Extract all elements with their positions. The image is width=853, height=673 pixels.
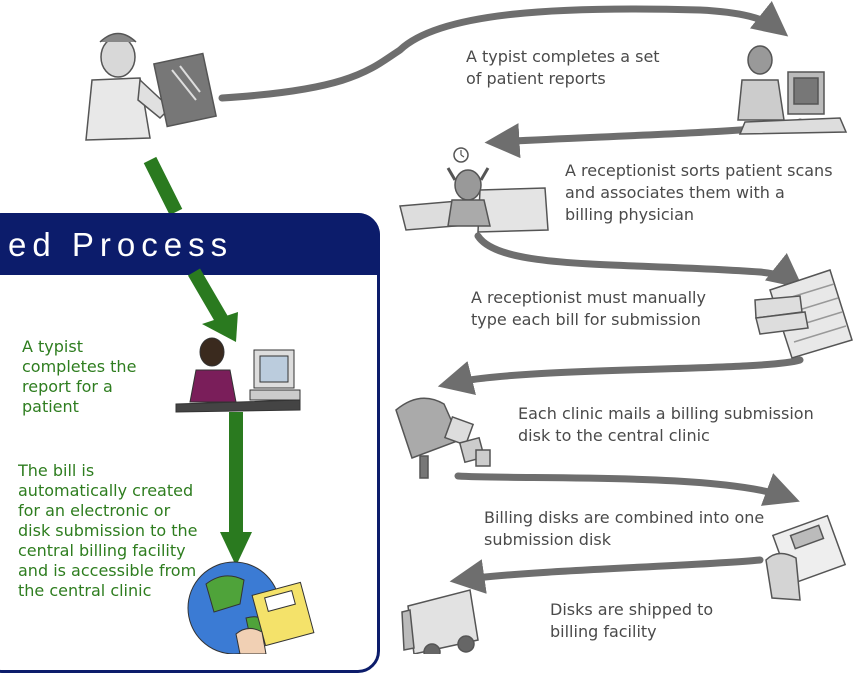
flow-arrow-5: [454, 472, 800, 506]
panel-banner: [0, 213, 380, 275]
globe-floppy-icon: [187, 561, 315, 654]
woman-computer-icon: [175, 337, 301, 413]
flow-arrow-6: [449, 556, 764, 594]
doctor-xray-icon: [85, 32, 217, 141]
hand-floppy-icon: [765, 514, 847, 601]
flow-arrow-4: [437, 356, 804, 396]
flow-step-1: A typist completes a set of patient repo…: [466, 47, 660, 88]
delivery-truck-icon: [401, 589, 479, 654]
clock-icon: [453, 147, 469, 163]
panel-title: ed Process: [8, 226, 234, 263]
green-arrow-low-head: [220, 532, 252, 566]
stressed-receptionist-icon: [399, 167, 549, 233]
green-arrow-top: [143, 156, 183, 216]
keyboard-hands-icon: [754, 269, 853, 359]
panel-step-2: The bill is automatically created for an…: [18, 461, 198, 600]
green-arrow-mid-head: [202, 312, 238, 342]
flow-step-2: A receptionist sorts patient scans and a…: [565, 161, 833, 224]
flow-arrow-3: [474, 232, 804, 289]
flow-step-5: Billing disks are combined into one subm…: [484, 508, 765, 549]
flow-arrow-1: [218, 1, 789, 102]
typist-phone-icon: [737, 45, 848, 135]
panel-step-1: A typist completes the report for a pati…: [22, 337, 137, 416]
flow-step-6: Disks are shipped to billing facility: [550, 600, 714, 641]
green-arrow-mid-shaft: [187, 268, 229, 324]
flow-step-3: A receptionist must manually type each b…: [471, 288, 706, 329]
mailbox-disks-icon: [395, 397, 491, 479]
flow-step-4: Each clinic mails a billing submission d…: [518, 404, 814, 445]
